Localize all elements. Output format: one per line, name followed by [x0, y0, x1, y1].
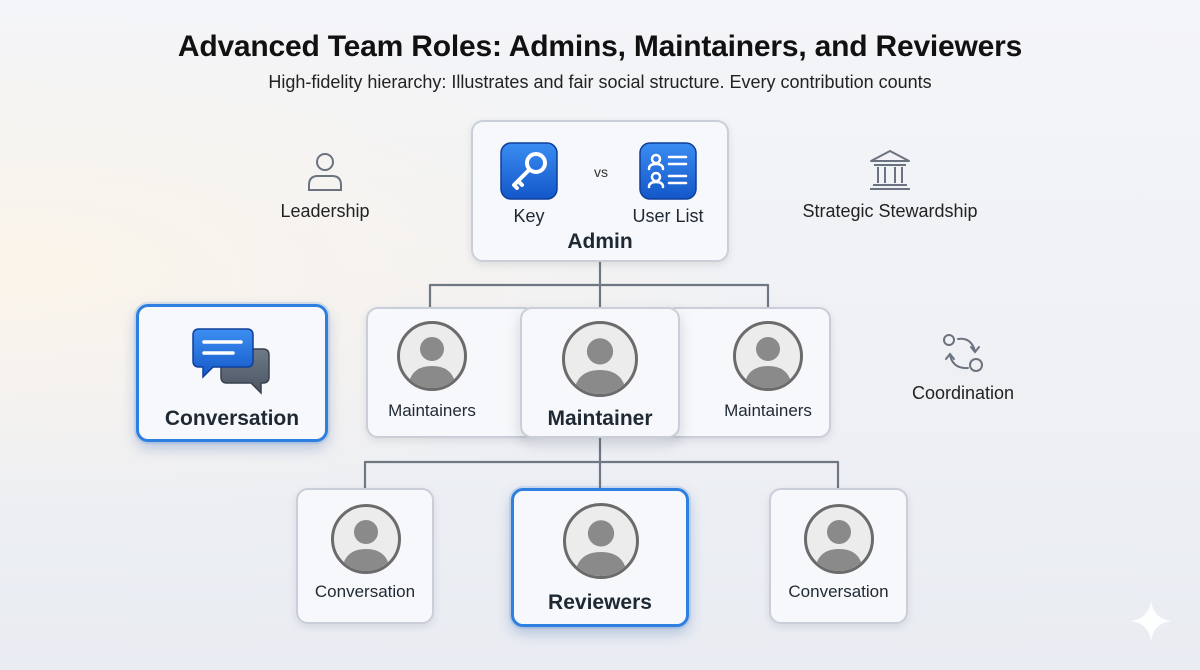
- sparkle-icon: [1128, 598, 1174, 644]
- user-list-label: User List: [632, 206, 704, 226]
- stewardship-label: Strategic Stewardship: [802, 201, 978, 221]
- leadership-label: Leadership: [280, 201, 370, 221]
- admin-title: Admin: [567, 230, 633, 253]
- reviewer-card-center[interactable]: Reviewers: [511, 488, 689, 627]
- reviewer-label-center: Reviewers: [548, 591, 652, 614]
- page-subtitle: High-fidelity hierarchy: Illustrates and…: [268, 72, 932, 92]
- maintainer-card-left[interactable]: Maintainers: [366, 307, 536, 438]
- avatar-icon: [331, 504, 401, 574]
- avatar-icon: [563, 503, 639, 579]
- maintainer-label-center: Maintainer: [547, 407, 653, 430]
- conversation-card[interactable]: Conversation: [136, 304, 328, 442]
- bank-icon: [867, 148, 913, 192]
- reviewer-label-right: Conversation: [788, 582, 889, 601]
- avatar-icon: [733, 321, 803, 391]
- key-icon: [500, 142, 558, 200]
- coordination-label: Coordination: [911, 383, 1015, 403]
- page-title: Advanced Team Roles: Admins, Maintainers…: [177, 30, 1023, 63]
- key-label: Key: [513, 206, 545, 226]
- chat-icon: [191, 325, 273, 395]
- avatar-icon: [562, 321, 638, 397]
- sync-icon: [941, 331, 985, 375]
- maintainer-card-right[interactable]: Maintainers: [664, 307, 831, 438]
- avatar-icon: [397, 321, 467, 391]
- maintainer-card-center[interactable]: Maintainer: [520, 307, 680, 438]
- vs-label: vs: [594, 164, 608, 180]
- user-list-icon: [639, 142, 697, 200]
- reviewer-card-left[interactable]: Conversation: [296, 488, 434, 624]
- admin-card[interactable]: Key vs User List Admin: [471, 120, 729, 262]
- conversation-label: Conversation: [164, 407, 300, 430]
- reviewer-card-right[interactable]: Conversation: [769, 488, 908, 624]
- avatar-icon: [804, 504, 874, 574]
- maintainer-label-left: Maintainers: [388, 401, 476, 420]
- reviewer-label-left: Conversation: [314, 582, 416, 601]
- person-icon: [302, 148, 348, 194]
- maintainer-label-right: Maintainers: [724, 401, 812, 420]
